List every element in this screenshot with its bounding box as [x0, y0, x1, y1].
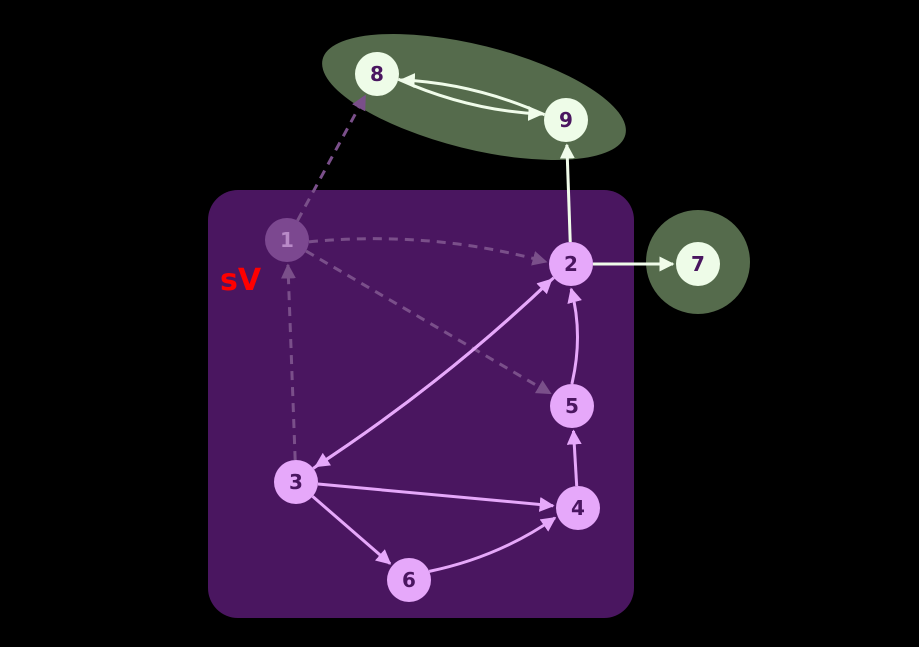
node-label-9: 9 [559, 108, 573, 132]
green-region-8-9 [322, 33, 626, 161]
node-label-1: 1 [280, 228, 294, 252]
node-circle-3 [274, 460, 318, 504]
nodes-layer: 1 2 3 4 5 6 7 8 9 [265, 52, 720, 602]
node-3: 3 [274, 460, 318, 504]
node-circle-4 [556, 486, 600, 530]
edge-6-to-4 [428, 516, 557, 573]
edge-3-to-4 [317, 482, 555, 512]
scc-region-label: sV [220, 263, 262, 298]
node-2: 2 [549, 242, 593, 286]
node-circle-1 [265, 218, 309, 262]
node-8: 8 [355, 52, 399, 96]
edge-1-to-2 [308, 237, 548, 266]
node-6: 6 [387, 558, 431, 602]
edge-3-to-1 [280, 263, 297, 461]
node-label-5: 5 [565, 394, 579, 418]
edge-1-to-8 [296, 94, 367, 222]
node-label-6: 6 [402, 568, 416, 592]
node-label-8: 8 [370, 62, 384, 86]
edge-4-to-5 [566, 429, 582, 487]
node-circle-6 [387, 558, 431, 602]
node-1: 1 [265, 218, 309, 262]
scc-region [208, 190, 634, 618]
edge-3-to-2 [312, 278, 553, 470]
node-label-2: 2 [564, 252, 578, 276]
edge-5-to-2 [567, 287, 582, 385]
edge-2-to-9 [559, 143, 575, 243]
edge-9-to-8 [399, 73, 546, 117]
node-circle-8 [355, 52, 399, 96]
node-label-4: 4 [571, 496, 585, 520]
node-circle-5 [550, 384, 594, 428]
node-4: 4 [556, 486, 600, 530]
node-5: 5 [550, 384, 594, 428]
edge-3-to-6 [311, 495, 392, 565]
node-7: 7 [676, 242, 720, 286]
edges-layer [280, 73, 675, 573]
node-circle-7 [676, 242, 720, 286]
node-circle-2 [549, 242, 593, 286]
node-label-3: 3 [289, 470, 303, 494]
node-label-7: 7 [691, 252, 705, 276]
node-9: 9 [544, 98, 588, 142]
node-circle-9 [544, 98, 588, 142]
